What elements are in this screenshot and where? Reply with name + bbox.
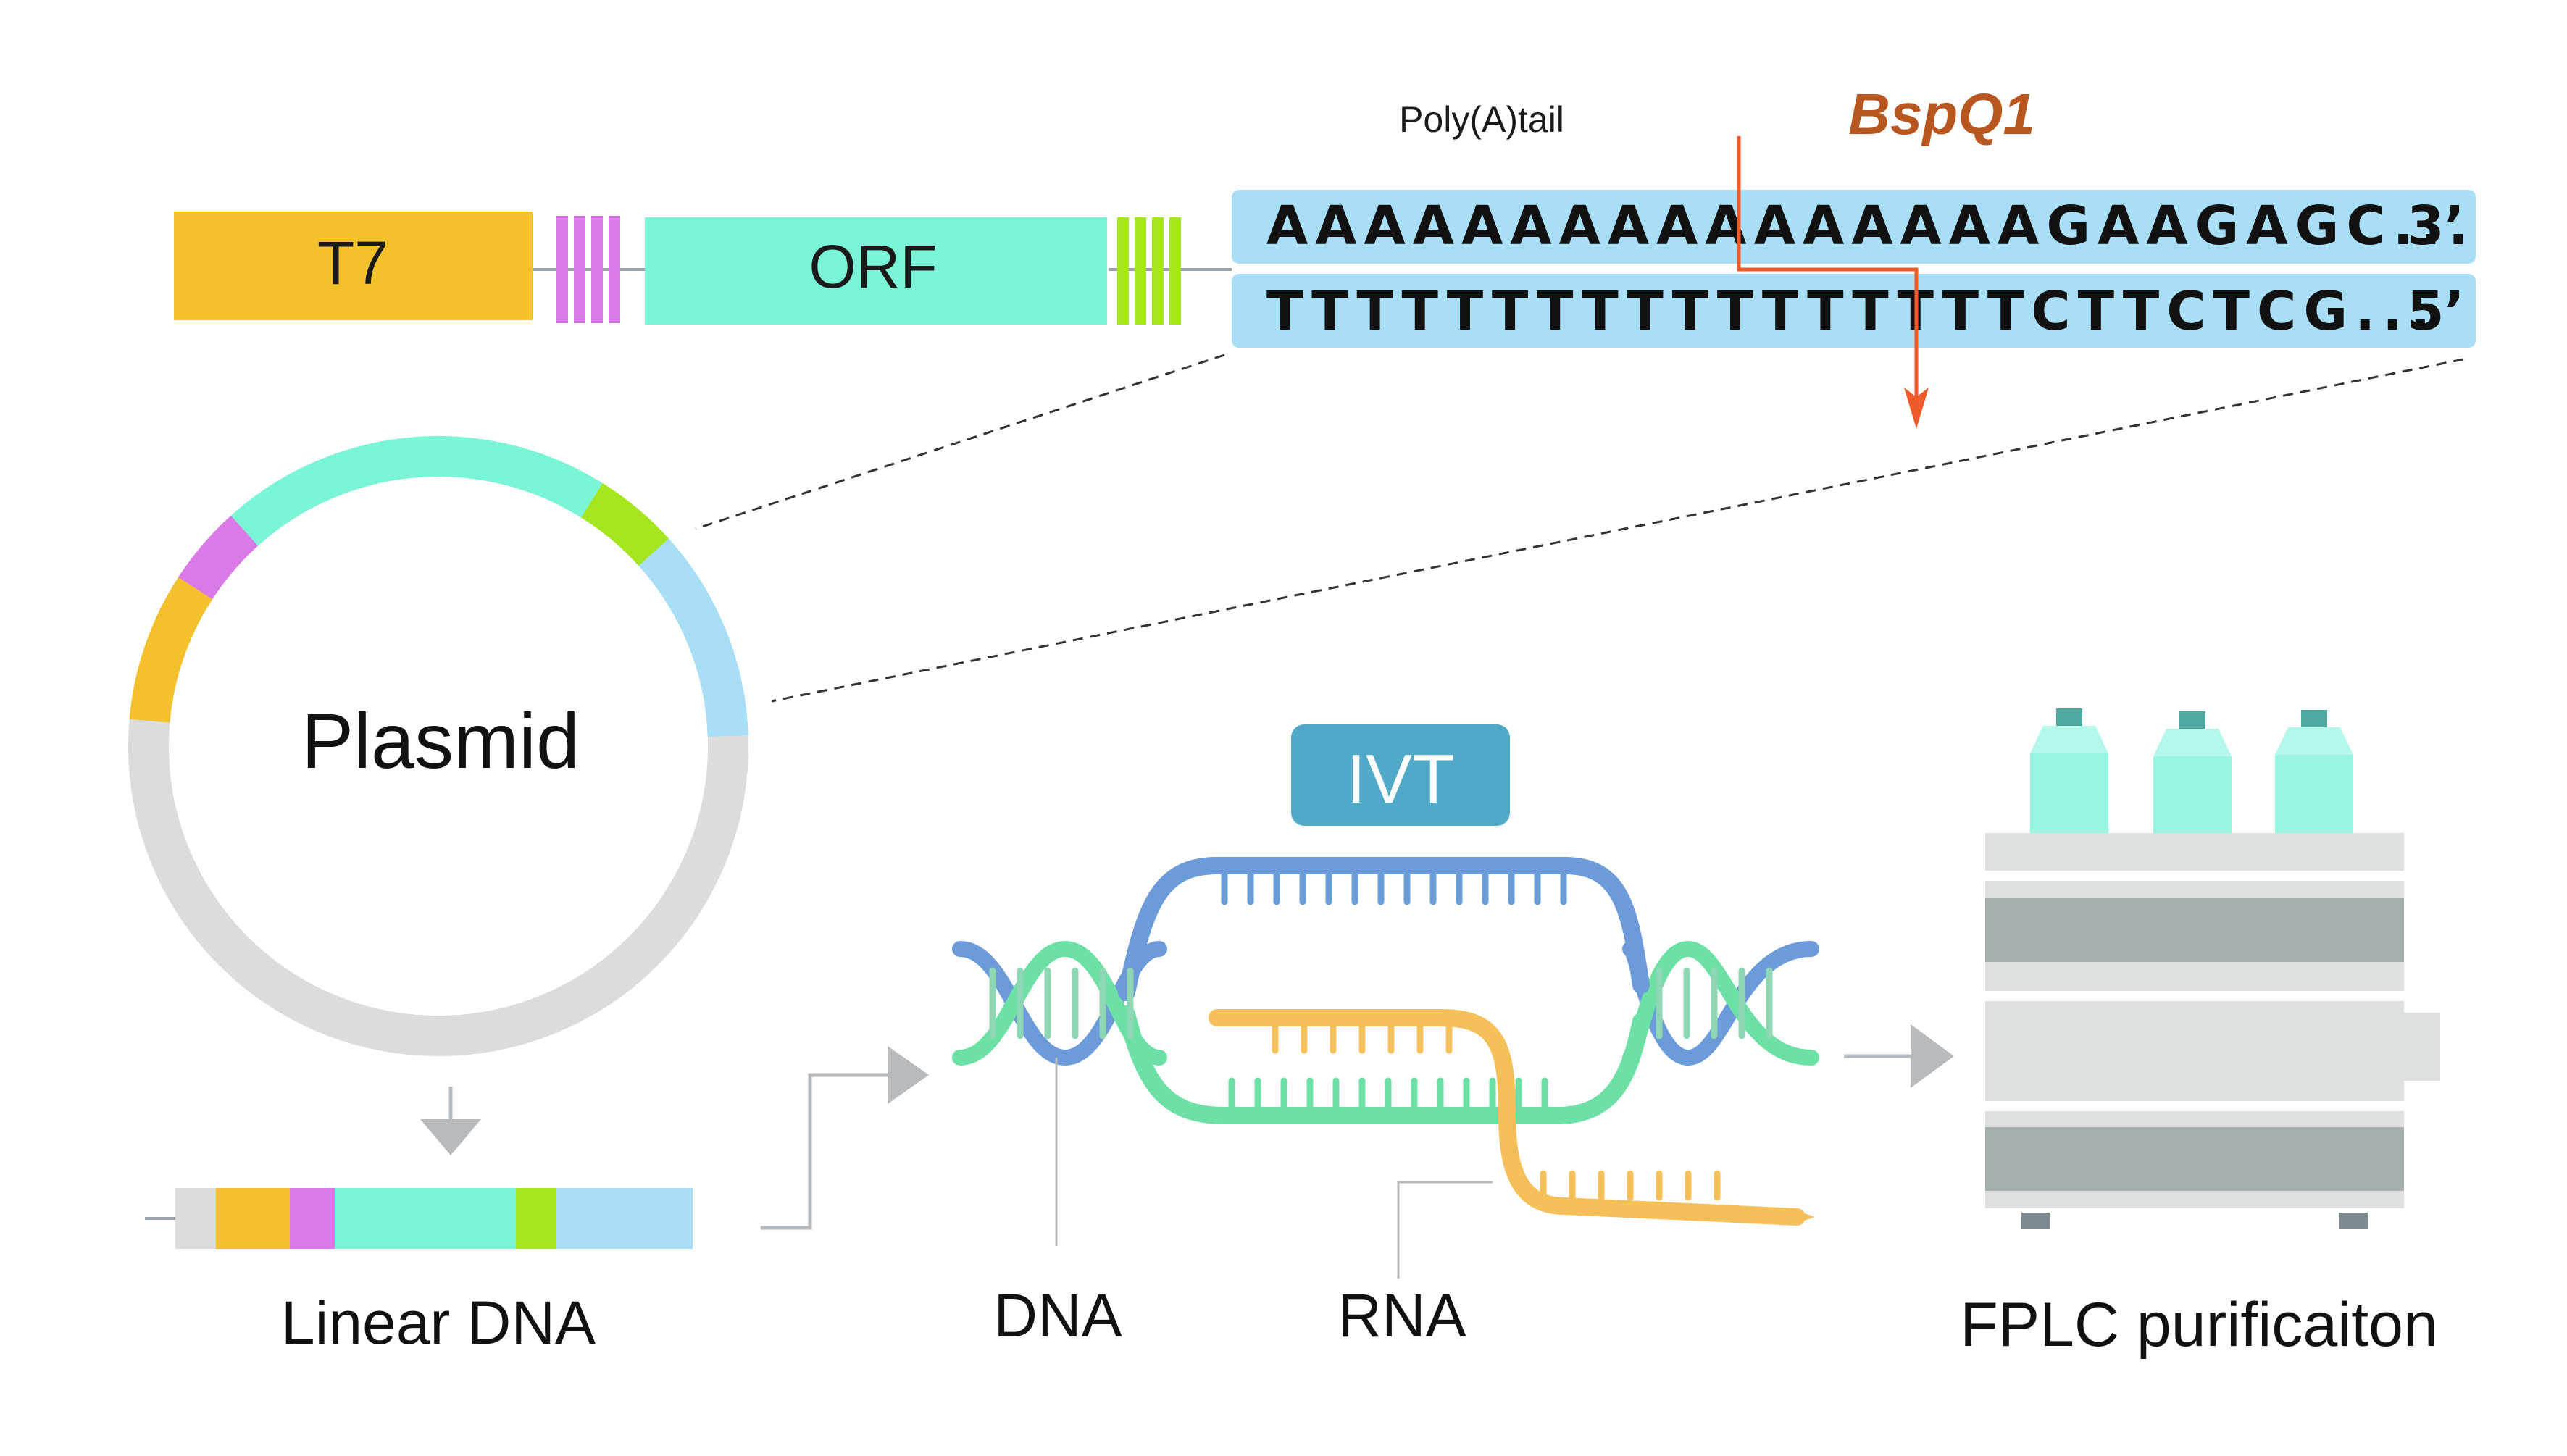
dna-template-bottom	[1118, 1005, 1650, 1124]
plasmid-utr5-segment	[178, 515, 259, 600]
rna-strand	[1209, 1009, 1806, 1226]
fplc-label: FPLC purificaiton	[1960, 1290, 2438, 1360]
base-ticks	[989, 871, 1773, 1201]
bottom-strand-sequence: TTTTTTTTTTTTTTTTTCTTCTCG...	[1266, 280, 2437, 343]
bottle	[2030, 708, 2108, 833]
linear-backbone-segment	[175, 1188, 216, 1249]
rna-label: RNA	[1337, 1281, 1466, 1350]
top-strand-end: 3’	[2407, 195, 2465, 257]
gene-construct: T7 ORF	[174, 212, 1232, 325]
linear-utr5-segment	[290, 1188, 335, 1249]
linear-dna: Linear DNA	[145, 1188, 693, 1357]
dna-label: DNA	[993, 1281, 1122, 1350]
cut-site-arrowhead	[1904, 388, 1929, 429]
top-strand-box	[1232, 190, 2476, 264]
down-arrow-head	[420, 1119, 481, 1155]
utr-bar	[609, 216, 620, 323]
zoom-line-left	[695, 353, 1225, 530]
fplc-lower-band	[1985, 1127, 2404, 1191]
bottom-strand-box	[1232, 274, 2476, 348]
utr-bar	[1169, 217, 1181, 325]
utr-bar	[556, 216, 568, 323]
linear-dna-label: Linear DNA	[281, 1289, 596, 1357]
linear-polya-segment	[556, 1188, 693, 1249]
sequence-detail: Poly(A)tail BspQ1 AAAAAAAAAAAAAAAAGAAGAG…	[1232, 82, 2476, 429]
utr-bar	[574, 216, 585, 323]
utr-bar	[1152, 217, 1164, 325]
polya-label: Poly(A)tail	[1399, 99, 1564, 140]
linear-orf-segment	[335, 1188, 516, 1249]
utr-bar	[1117, 217, 1129, 325]
fplc-gap	[1985, 871, 2404, 881]
bottle	[2153, 711, 2232, 833]
transcription-bubble	[952, 857, 1819, 1226]
fplc-gap	[1985, 1101, 2404, 1111]
fplc-foot	[2339, 1213, 2368, 1229]
fplc-gap	[1985, 991, 2404, 1001]
bottle	[2275, 710, 2353, 833]
zoom-line-right	[771, 358, 2464, 703]
fplc-side-port	[2404, 1013, 2440, 1081]
cut-site-line	[1737, 136, 1919, 406]
fplc-top-panel	[1985, 833, 2404, 871]
utr-bar	[1135, 217, 1146, 325]
top-strand-sequence: AAAAAAAAAAAAAAAAGAAGAGC...	[1266, 195, 2476, 257]
rna-strand-tip	[1790, 1208, 1815, 1226]
plasmid-orf-segment	[230, 436, 603, 546]
fplc-upper-band	[1985, 898, 2404, 962]
bspq1-label: BspQ1	[1848, 82, 2035, 146]
fplc-middle-section	[1985, 1001, 2404, 1101]
utr-3-bars	[1117, 217, 1181, 325]
t7-promoter-box	[174, 212, 533, 320]
flow-arrow-head	[888, 1046, 929, 1104]
dna-template-top	[1118, 857, 1650, 1001]
flow-arrow-line	[761, 1073, 888, 1230]
linear-utr3-segment	[516, 1188, 556, 1249]
plasmid-t7-segment	[129, 577, 213, 723]
plasmid-polya-segment	[638, 538, 748, 737]
plasmid-label: Plasmid	[301, 697, 580, 785]
t7-label: T7	[317, 229, 388, 297]
ivt-badge	[1291, 724, 1510, 826]
fplc-foot	[2021, 1213, 2050, 1229]
orf-box	[645, 217, 1107, 325]
plasmid-utr3-segment	[580, 483, 669, 566]
fplc-arrow-head	[1911, 1024, 1954, 1088]
utr-5-bars	[556, 216, 620, 323]
bottom-strand-end: 5’	[2407, 280, 2465, 343]
plasmid-ring: Plasmid	[128, 436, 748, 1056]
orf-label: ORF	[809, 233, 937, 301]
rna-leader-line	[1397, 1181, 1493, 1279]
ivt-badge-label: IVT	[1346, 740, 1454, 818]
utr-bar	[591, 216, 603, 323]
fplc-instrument: FPLC purificaiton	[1960, 708, 2440, 1360]
linear-t7-segment	[216, 1188, 290, 1249]
